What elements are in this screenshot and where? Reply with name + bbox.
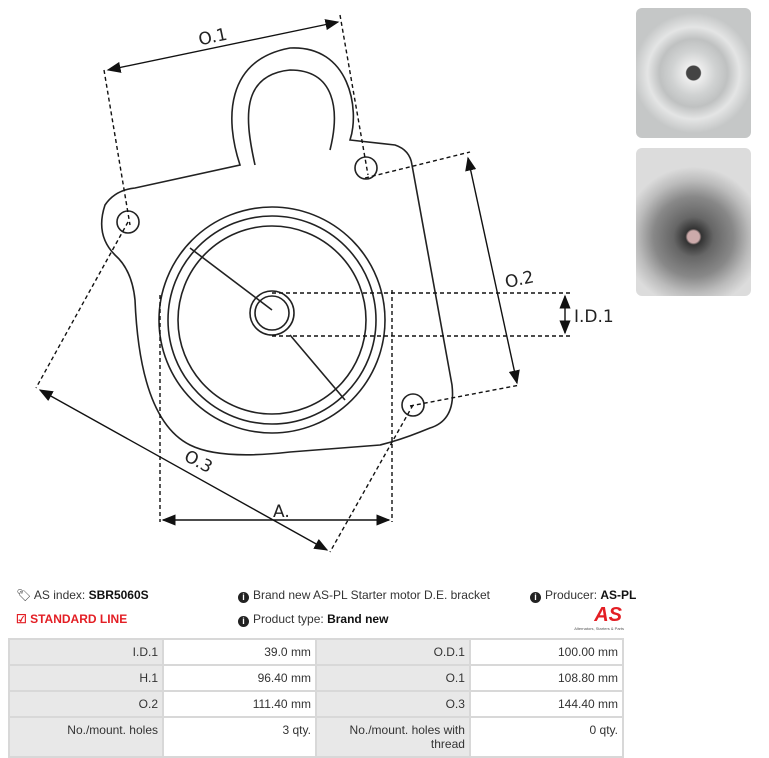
spec-label: O.2	[8, 690, 164, 718]
spec-label: No./mount. holes	[8, 716, 164, 758]
checkbox-icon: ☑	[16, 612, 27, 626]
spec-label: O.D.1	[314, 638, 471, 666]
as-index: 🏷︎ AS index: SBR5060S	[16, 588, 149, 602]
label-a: A.	[273, 502, 290, 522]
as-index-value: SBR5060S	[88, 588, 149, 602]
bracket-outline	[100, 47, 454, 456]
handle-inner	[247, 69, 336, 166]
info-icon: i	[238, 592, 249, 603]
spec-value: 96.40 mm	[162, 664, 317, 692]
spec-value: 0 qty.	[468, 716, 625, 758]
technical-drawing: O.1 O.2 O.3 A. I.D.1	[35, 14, 614, 553]
spec-label: O.3	[314, 690, 471, 718]
tag-icon: 🏷︎	[16, 588, 32, 602]
spec-value: 111.40 mm	[162, 690, 317, 718]
product-photo-back	[636, 148, 751, 296]
label-o2: O.2	[503, 267, 535, 293]
spec-label: H.1	[8, 664, 164, 692]
standard-line-badge: ☑ STANDARD LINE	[16, 612, 128, 626]
label-id1: I.D.1	[574, 307, 614, 327]
product-photo-front	[636, 8, 751, 138]
spec-value: 144.40 mm	[468, 690, 625, 718]
spec-value: 108.80 mm	[468, 664, 625, 692]
spec-label: I.D.1	[8, 638, 164, 666]
spec-label: O.1	[314, 664, 471, 692]
info-icon: i	[238, 616, 249, 627]
info-icon: i	[530, 592, 541, 603]
sector-lines	[189, 247, 346, 401]
spec-value: 3 qty.	[162, 716, 317, 758]
spec-value: 39.0 mm	[162, 638, 317, 666]
spec-label: No./mount. holes with thread	[314, 716, 471, 758]
as-pl-logo: AS Alternators, Starters & Parts	[574, 604, 624, 631]
spec-value: 100.00 mm	[468, 638, 625, 666]
